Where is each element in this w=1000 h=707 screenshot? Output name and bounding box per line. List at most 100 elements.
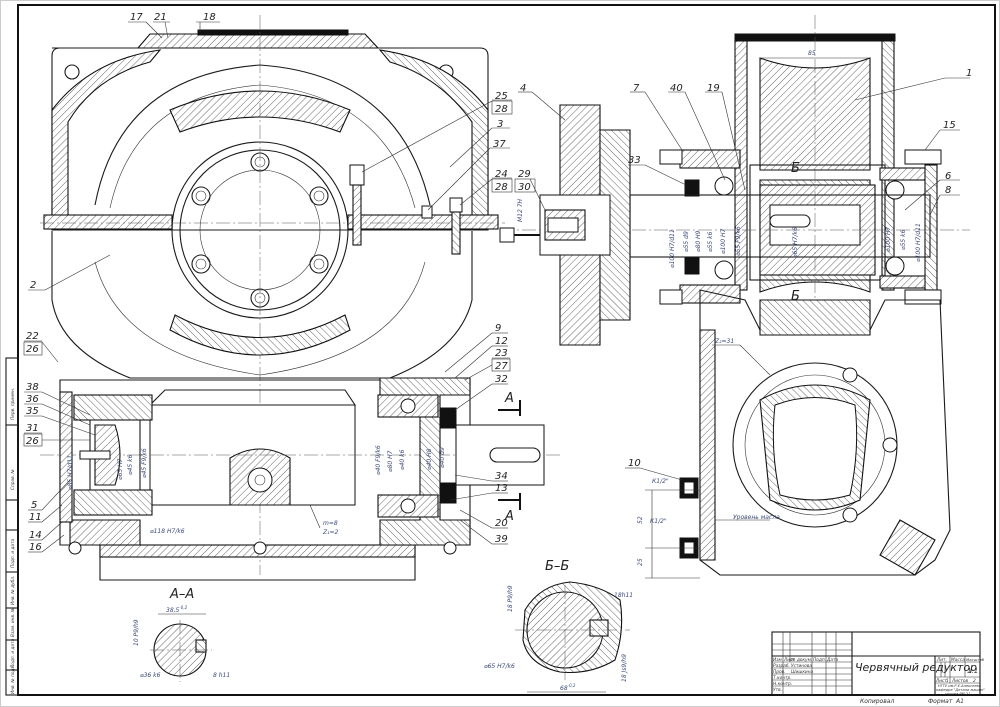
aa-dim-385-value: 38,5 — [166, 607, 180, 614]
tb-format-label: Формат — [928, 698, 953, 705]
dim-d85h7d11: ⌀85 Н7/d11 — [67, 455, 74, 490]
side-stamp-cell: Подп. и дата — [10, 538, 16, 568]
tb-org-3: группа РМ-21 — [945, 692, 970, 696]
position-3: 3 — [497, 119, 503, 130]
dim-d65h7k6: ⌀65 Н7/k6 — [792, 227, 799, 258]
tb-col-izm: Изм — [773, 657, 782, 663]
section-aa-title: А–А — [169, 587, 194, 602]
side-stamp-cell: Взам. инв. № — [10, 607, 16, 637]
position-5: 5 — [31, 500, 37, 511]
tb-sheet-label: Лист — [935, 678, 947, 684]
dim-d40d9: ⌀40 d9 — [439, 447, 446, 468]
tb-col-list: Лист — [783, 657, 795, 663]
position-2: 2 — [30, 280, 36, 291]
tb-row-ncontrol: Н.контр. — [773, 681, 792, 687]
dim-m8: m=8 — [323, 520, 338, 527]
tb-sheet-no: 1 — [946, 678, 949, 684]
bb-dim-18h11: 18h11 — [614, 592, 633, 599]
position-37: 37 — [493, 139, 506, 150]
dim-d65h7: ⌀65 Н7 — [117, 458, 124, 480]
position-18: 18 — [203, 12, 216, 23]
position-40: 40 — [670, 83, 683, 94]
position-25: 25 — [495, 91, 508, 102]
dim-d100h7b: ⌀100 Н7 — [885, 227, 892, 252]
aa-dim-d36: ⌀36 k6 — [140, 672, 161, 679]
position-38: 38 — [26, 382, 39, 393]
dim-d100h7a: ⌀100 Н7 — [720, 229, 727, 254]
tb-org-2: кафедра "Детали машин" — [936, 688, 985, 692]
position-30: 30 — [518, 182, 531, 193]
dim-k12b: К1/2" — [650, 518, 667, 525]
position-23: 23 — [495, 348, 508, 359]
section-bb: Б–Б 68-0,2 18 P9/h9 18h11 18 Js9/h9 ⌀65 … — [484, 559, 633, 693]
position-7: 7 — [633, 83, 640, 94]
drawing-frame — [17, 4, 996, 696]
dim-d55k6b: ⌀55 k6 — [900, 229, 907, 250]
tb-col-scale: Масштаб — [966, 657, 985, 662]
position-29: 29 — [518, 169, 531, 180]
position-16: 16 — [29, 542, 42, 553]
position-35: 35 — [26, 406, 39, 417]
tb-col-lit: Лит. — [936, 657, 947, 663]
tb-copied: Копировал — [860, 698, 894, 705]
tb-format-value: А1 — [955, 698, 964, 705]
dim-d45f9k6: ⌀45 F9/k6 — [141, 448, 148, 478]
aa-dim-385-tolerance: -0,2 — [179, 605, 187, 610]
tb-title: Червячный редуктор — [855, 661, 977, 674]
tb-col-date: Дата — [826, 657, 838, 663]
dim-d118: ⌀118 Н7/k6 — [150, 528, 185, 535]
side-stamp: Перв. примен. Справ. № Подп. и дата Инв.… — [5, 357, 19, 696]
position-17: 17 — [130, 12, 143, 23]
position-28b: 28 — [495, 182, 508, 193]
position-21: 21 — [154, 12, 167, 23]
dim-d80h9: ⌀80 Н9 — [695, 230, 702, 252]
aa-dim-8h11: 8 h11 — [213, 672, 230, 679]
dim-d40h8: ⌀40 Н8 — [426, 448, 433, 470]
side-stamp-cell: Инв. № подл. — [10, 664, 16, 694]
dim-m12: М12 7Н — [517, 198, 524, 222]
dim-d40f9k6: ⌀40 F9/k6 — [375, 445, 382, 475]
position-31: 31 — [26, 423, 39, 434]
cut-mark-a-bottom: А — [504, 509, 514, 524]
position-26b: 26 — [26, 436, 39, 447]
dim-d100-h7d11: ⌀100 Н7/d11 — [669, 229, 676, 268]
tb-scale-value: 1:1 — [967, 667, 978, 675]
position-24: 24 — [495, 169, 508, 180]
dim-d80h7: ⌀80 Н7 — [387, 450, 394, 472]
tb-row-checked: Пров. — [773, 669, 786, 675]
aa-dim-385: 38,5-0,2 — [166, 605, 188, 614]
title-block: Изм Лист № докум. Подп. Дата Разраб. Про… — [771, 631, 985, 705]
position-4: 4 — [520, 83, 526, 94]
position-8: 8 — [945, 185, 951, 196]
tb-developer-name: Устинова — [791, 663, 812, 669]
position-27: 27 — [495, 361, 508, 372]
dim-d45k6: ⌀45 k6 — [127, 454, 134, 475]
dim-52: 52 — [637, 516, 644, 524]
position-11: 11 — [29, 512, 42, 523]
position-33: 33 — [628, 155, 641, 166]
side-view: Б Б 85 М12 7Н ⌀100 Н7/d11 ⌀55 d9 ⌀80 Н9 … — [499, 15, 970, 579]
position-36: 36 — [26, 394, 39, 405]
tb-sheets-label: Листов — [951, 678, 969, 684]
position-14: 14 — [29, 530, 42, 541]
bb-dim-68-value: 68 — [560, 685, 568, 692]
position-22: 22 — [26, 331, 39, 342]
tb-sheets-total: 2 — [973, 678, 976, 684]
dim-d55f9k6: ⌀55 F9/k6 — [735, 226, 742, 256]
tb-org-1: НГТУ им.Р.Е.Алексеева — [938, 684, 981, 688]
bb-dim-68-tolerance: -0,2 — [568, 683, 576, 688]
dim-d100h7d11b: ⌀100 Н7/d11 — [915, 223, 922, 262]
position-34: 34 — [495, 471, 508, 482]
position-13: 13 — [495, 483, 508, 494]
section-bb-title: Б–Б — [545, 559, 569, 574]
dim-25: 25 — [637, 558, 644, 566]
tb-checker-name: Шишкина — [791, 669, 814, 675]
aa-dim-10p9: 10 Р9/h9 — [133, 619, 140, 646]
position-26a: 26 — [26, 344, 39, 355]
front-view: А А ⌀85 Н7/d11 ⌀65 Н7 ⌀45 k6 ⌀45 F9/k6 ⌀… — [40, 15, 560, 581]
position-39: 39 — [495, 534, 508, 545]
position-19: 19 — [707, 83, 720, 94]
dim-85: 85 — [808, 50, 816, 57]
side-stamp-cell: Инв. № дубл. — [10, 576, 16, 605]
